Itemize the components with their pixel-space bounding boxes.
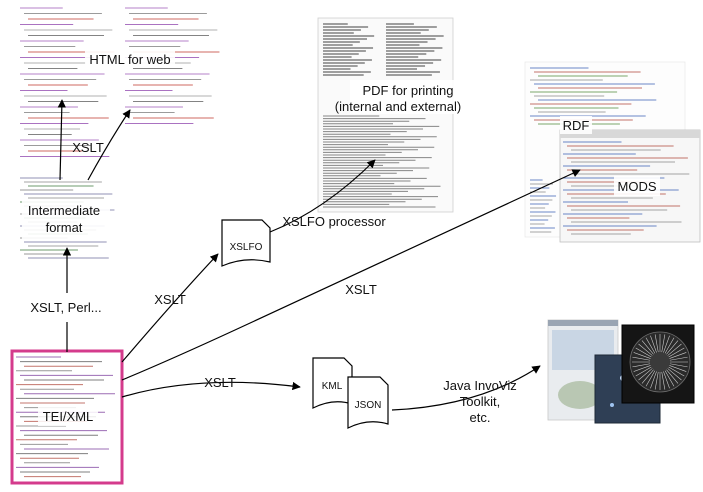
viz-ray <box>663 371 670 389</box>
viz-ray <box>667 343 682 356</box>
viz-ray <box>635 366 652 377</box>
json-document-icon: JSON <box>347 376 389 429</box>
viz-ray <box>638 343 653 356</box>
html-for-web-label: HTML for web <box>89 52 170 67</box>
viz-ray <box>633 352 651 359</box>
tei-xml-document: TEI/XML <box>10 349 124 485</box>
pdf-label-line1: PDF for printing <box>362 83 453 98</box>
viz-ray <box>645 337 656 354</box>
pdf-thumbnail <box>317 17 454 213</box>
viz-ray <box>632 356 651 361</box>
kml-label: KML <box>322 381 343 392</box>
intermediate-label-line1: Intermediate <box>28 203 100 218</box>
node-labels: HTML for web PDF for printing (internal … <box>22 48 660 425</box>
java-label-line1: Java InvoViz <box>443 378 516 393</box>
viz-ray <box>641 369 654 384</box>
viz-ray <box>664 370 675 387</box>
viz-ray <box>669 352 687 359</box>
xslfo-label: XSLFO <box>230 242 263 253</box>
viz-ray <box>664 337 675 354</box>
viz-ray <box>668 347 685 358</box>
edge-label-xslt-kml: XSLT <box>204 375 236 390</box>
arrow-inter-to-html-left <box>57 99 67 181</box>
mods-label: MODS <box>618 179 657 194</box>
tei-xml-label: TEI/XML <box>43 409 94 424</box>
viz-ray <box>654 371 659 390</box>
viz-ray <box>654 334 659 353</box>
json-label: JSON <box>355 400 382 411</box>
arrows <box>57 99 581 411</box>
arrow-json-to-viz <box>391 365 541 411</box>
viz-ray <box>650 371 657 389</box>
arrow-tei-to-rdf <box>121 169 581 381</box>
rdf-mods-thumbnail <box>524 61 701 243</box>
edge-label-xslt-xslfo: XSLT <box>154 292 186 307</box>
viz-ray <box>661 334 666 353</box>
html-thumbnail <box>20 7 220 158</box>
viz-ray <box>633 365 651 372</box>
java-label-line2: Toolkit, <box>460 394 500 409</box>
viz-ray <box>635 347 652 358</box>
viz-ray <box>645 370 656 387</box>
viz-ray <box>632 363 651 368</box>
edge-label-xslt-rdf: XSLT <box>345 282 377 297</box>
java-label-line3: etc. <box>470 410 491 425</box>
viz-ray <box>669 363 688 368</box>
edge-label-xslt-html: XSLT <box>72 140 104 155</box>
viz-ray <box>668 366 685 377</box>
arrow-xslfo-to-pdf <box>269 159 376 233</box>
arrow-tei-to-xslfo <box>121 253 219 363</box>
viz-ray <box>638 368 653 381</box>
rdf-label: RDF <box>563 118 590 133</box>
viz-ray <box>669 365 687 372</box>
viz-ray <box>641 340 654 355</box>
pdf-label-line2: (internal and external) <box>335 99 461 114</box>
viz-ray <box>669 356 688 361</box>
viz-ray <box>666 340 679 355</box>
viz-ray <box>650 335 657 353</box>
viz-ray <box>667 368 682 381</box>
edge-label-xslfo-processor: XSLFO processor <box>282 214 386 229</box>
arrow-inter-to-html-right <box>87 109 131 181</box>
kml-document-icon: KML <box>312 357 353 409</box>
edge-labels: XSLT XSLT, Perl... XSLT XSLFO processor … <box>22 140 386 390</box>
viz-ray <box>661 371 666 390</box>
visualization-thumbnail <box>547 319 695 424</box>
arrow-tei-to-kml <box>121 381 301 398</box>
xslfo-document-icon: XSLFO <box>221 219 271 267</box>
viz-ray <box>663 335 670 353</box>
intermediate-label-line2: format <box>46 220 83 235</box>
edge-label-xslt-perl: XSLT, Perl... <box>30 300 101 315</box>
viz-ray <box>666 369 679 384</box>
